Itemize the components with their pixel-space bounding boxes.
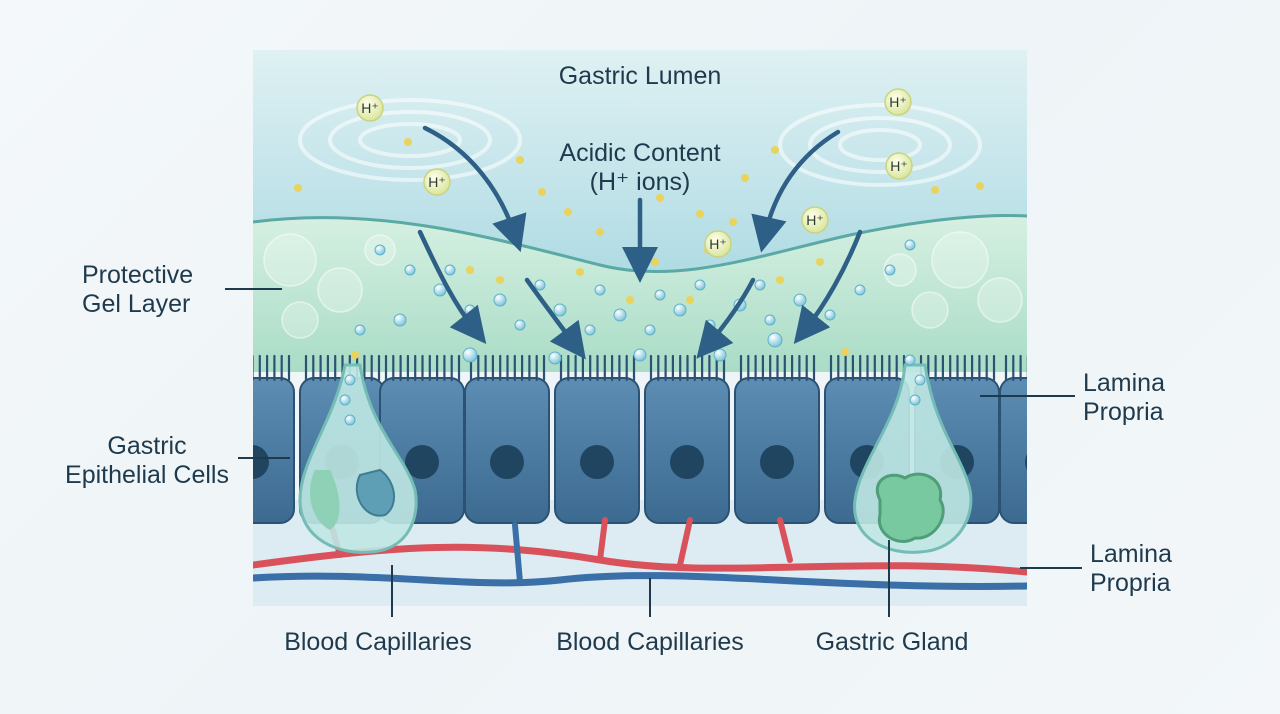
gastric-gland-left xyxy=(298,363,418,554)
lamina-propria-lower-line2: Propria xyxy=(1090,569,1171,597)
svg-text:H⁺: H⁺ xyxy=(361,100,379,116)
epithelial-cell xyxy=(253,354,295,524)
vein-vessel xyxy=(253,572,1027,590)
acid-dot xyxy=(294,184,302,192)
acid-dot xyxy=(626,296,634,304)
acid-dot xyxy=(496,276,504,284)
epithelial-cells-line2: Epithelial Cells xyxy=(65,461,229,489)
gastric-gland-label: Gastric Gland xyxy=(815,628,969,656)
h-ion-icon: H⁺ xyxy=(885,152,913,180)
cell-nucleus xyxy=(580,445,614,479)
microvilli xyxy=(1004,354,1027,382)
acid-dot xyxy=(466,266,474,274)
acid-dot xyxy=(564,208,572,216)
acid-dot xyxy=(651,258,659,266)
h-ion-icon: H⁺ xyxy=(423,168,451,196)
microvilli xyxy=(384,354,461,382)
acid-flow-arrows xyxy=(417,125,863,360)
acid-dot xyxy=(841,348,849,356)
epithelial-cell xyxy=(734,354,820,524)
cell-nucleus xyxy=(405,445,439,479)
microvilli xyxy=(649,354,726,382)
h-ion-icon: H⁺ xyxy=(884,88,912,116)
svg-text:H⁺: H⁺ xyxy=(709,236,727,252)
microvilli xyxy=(829,354,906,382)
leader-lines xyxy=(225,288,1082,617)
protective-gel-line2: Gel Layer xyxy=(82,290,191,318)
swirl-left-icon xyxy=(298,98,522,182)
acid-dot xyxy=(576,268,584,276)
acid-dot xyxy=(729,218,737,226)
protective-gel-layer xyxy=(253,215,1027,372)
lamina-propria-upper-line2: Propria xyxy=(1083,398,1164,426)
cell-nucleus xyxy=(760,445,794,479)
acid-dot xyxy=(656,194,664,202)
acid-dot xyxy=(776,276,784,284)
mucus-bubbles xyxy=(339,239,926,426)
epithelial-cell xyxy=(554,354,640,524)
acid-dot xyxy=(516,156,524,164)
h-ion-icon: H⁺ xyxy=(801,206,829,234)
epithelial-cell xyxy=(644,354,730,524)
lamina-propria-upper-line1: Lamina xyxy=(1083,369,1165,397)
acid-dot xyxy=(686,296,694,304)
acid-dots xyxy=(294,138,984,359)
svg-text:H⁺: H⁺ xyxy=(806,212,824,228)
blood-capillaries-center-label: Blood Capillaries xyxy=(556,628,744,656)
cell-nucleus xyxy=(490,445,524,479)
epithelial-cells-line1: Gastric xyxy=(107,432,187,460)
blood-capillaries-left-label: Blood Capillaries xyxy=(284,628,472,656)
acidic-content-label: Acidic Content (H⁺ ions) xyxy=(500,139,780,197)
gastric-gland-right xyxy=(853,363,973,554)
h-ion-badges: H⁺ H⁺ H⁺ H⁺ H⁺ H⁺ xyxy=(356,88,913,258)
svg-text:H⁺: H⁺ xyxy=(889,94,907,110)
acid-dot xyxy=(351,351,359,359)
cell-nucleus xyxy=(670,445,704,479)
h-ion-icon: H⁺ xyxy=(704,230,732,258)
acid-dot xyxy=(538,188,546,196)
acid-dot xyxy=(404,138,412,146)
protective-gel-label: Protective Gel Layer xyxy=(82,261,193,319)
svg-text:H⁺: H⁺ xyxy=(428,174,446,190)
svg-text:H⁺: H⁺ xyxy=(890,158,908,174)
lamina-propria-upper-label: Lamina Propria xyxy=(1083,369,1165,427)
h-ion-icon: H⁺ xyxy=(356,94,384,122)
acid-dot xyxy=(771,146,779,154)
epithelial-cell xyxy=(999,354,1027,524)
microvilli xyxy=(739,354,816,382)
acid-dot xyxy=(976,182,984,190)
acid-dot xyxy=(816,258,824,266)
lamina-propria-lower-line1: Lamina xyxy=(1090,540,1172,568)
acidic-content-line1: Acidic Content xyxy=(559,139,721,167)
protective-gel-line1: Protective xyxy=(82,261,194,289)
epithelial-cell xyxy=(464,354,550,524)
epithelial-cells-label: Gastric Epithelial Cells xyxy=(52,432,242,490)
microvilli xyxy=(253,354,291,382)
acid-dot xyxy=(696,210,704,218)
cell-nucleus xyxy=(1025,454,1027,470)
gel-bubble-texture xyxy=(263,231,1023,339)
swirl-right-icon xyxy=(778,103,982,187)
acid-dot xyxy=(741,174,749,182)
cell-nucleus xyxy=(253,445,269,479)
acid-dot xyxy=(931,186,939,194)
acidic-content-line2: (H⁺ ions) xyxy=(589,168,691,196)
gastric-lumen-title: Gastric Lumen xyxy=(558,62,722,90)
lamina-propria-lower-label: Lamina Propria xyxy=(1090,540,1172,598)
acid-dot xyxy=(596,228,604,236)
